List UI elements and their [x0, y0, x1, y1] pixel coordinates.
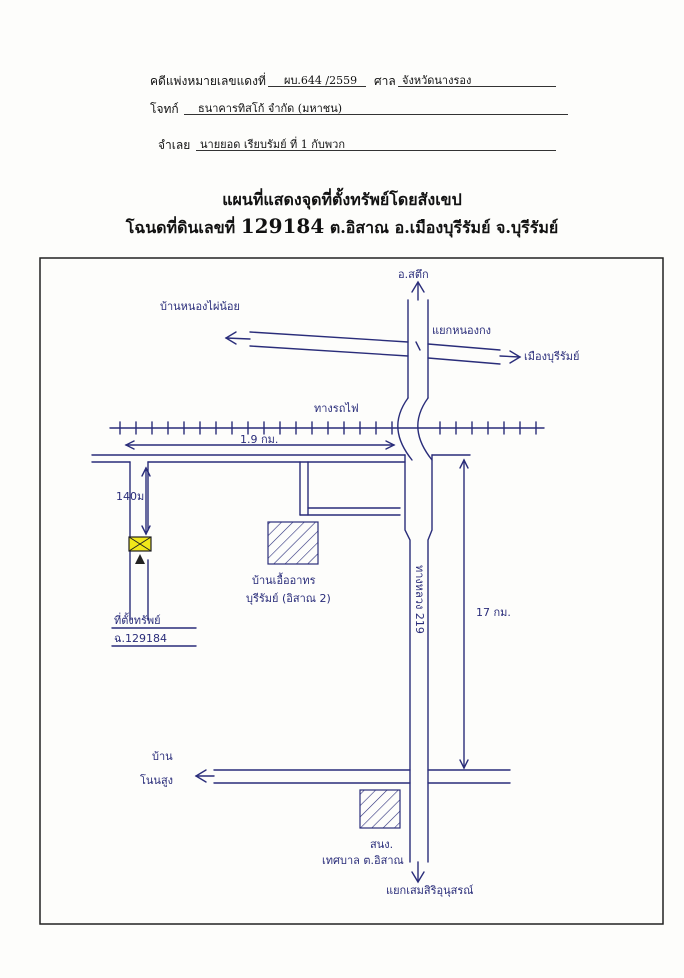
- label-140m: 140ม: [116, 490, 144, 503]
- label-office: สนง.: [370, 838, 393, 851]
- label-ban: บ้าน: [152, 750, 173, 763]
- deed-location: ต.อิสาณ อ.เมืองบุรีรัมย์ จ.บุรีรัมย์: [329, 218, 559, 237]
- junction-road: [224, 331, 522, 365]
- label-bottom: แยกเสมสิริอุนุสรณ์: [386, 884, 474, 897]
- curved-road: [397, 397, 433, 461]
- dimension-railway: [124, 440, 396, 450]
- main-road: [91, 454, 471, 463]
- court-value: จังหวัดนางรอง: [402, 74, 472, 87]
- block-roads: [299, 461, 401, 516]
- plaintiff-label: โจทก์: [150, 102, 179, 116]
- case-no: ผบ.644 /2559: [284, 74, 358, 87]
- property-pointer-icon: [135, 554, 145, 564]
- label-ban-khuea: บ้านเอื้ออาทร: [252, 572, 316, 587]
- case-line: คดีแพ่งหมายเลขแดงที่: [150, 72, 266, 91]
- label-dist-railway: 1.9 กม.: [240, 433, 278, 446]
- case-label: คดีแพ่งหมายเลขแดงที่: [150, 74, 266, 88]
- south-road: [194, 769, 511, 784]
- map-frame: [39, 257, 664, 925]
- label-non-sung: โนนสูง: [140, 773, 173, 787]
- label-highway: ทางหลวง 219: [413, 565, 426, 634]
- map-title: แผนที่แสดงจุดที่ตั้งทรัพย์โดยสังเขป: [222, 190, 462, 209]
- defendant-value: นายยอด เรียบรัมย์ ที่ 1 กับพวก: [200, 138, 346, 151]
- highway-road: [404, 454, 433, 884]
- label-office-2: เทศบาล ต.อิสาณ: [322, 854, 404, 867]
- dimension-140: [141, 466, 151, 536]
- label-to-mueang: เมืองบุรีรัมย์: [524, 350, 579, 363]
- plaintiff-value: ธนาคารทิสโก้ จำกัด (มหาชน): [198, 102, 343, 115]
- label-ban-nong-phai: บ้านหนองไผ่น้อย: [160, 300, 240, 313]
- dimension-17: [459, 458, 469, 770]
- housing-building: [267, 521, 319, 565]
- deed-prefix: โฉนดที่ดินเลขที่: [125, 218, 236, 237]
- label-property: ที่ตั้งทรัพย์: [114, 612, 161, 627]
- label-ban-khuea-2: บุรีรัมย์ (อิสาณ 2): [246, 592, 331, 605]
- office-building: [359, 789, 401, 829]
- label-property-no: ฉ.129184: [114, 632, 167, 645]
- label-railway: ทางรถไฟ: [314, 402, 359, 415]
- label-north: อ.สตึก: [398, 268, 429, 281]
- north-road: [407, 280, 429, 399]
- map-subtitle: โฉนดที่ดินเลขที่ 129184 ต.อิสาณ อ.เมืองบ…: [0, 214, 684, 241]
- label-junction: แยกหนองกง: [432, 324, 491, 337]
- defendant-label: จำเลย: [158, 138, 191, 152]
- railway-track: [109, 421, 545, 435]
- deed-number: 129184: [240, 214, 325, 238]
- label-17km: 17 กม.: [476, 606, 511, 619]
- court-label: ศาล: [374, 74, 396, 88]
